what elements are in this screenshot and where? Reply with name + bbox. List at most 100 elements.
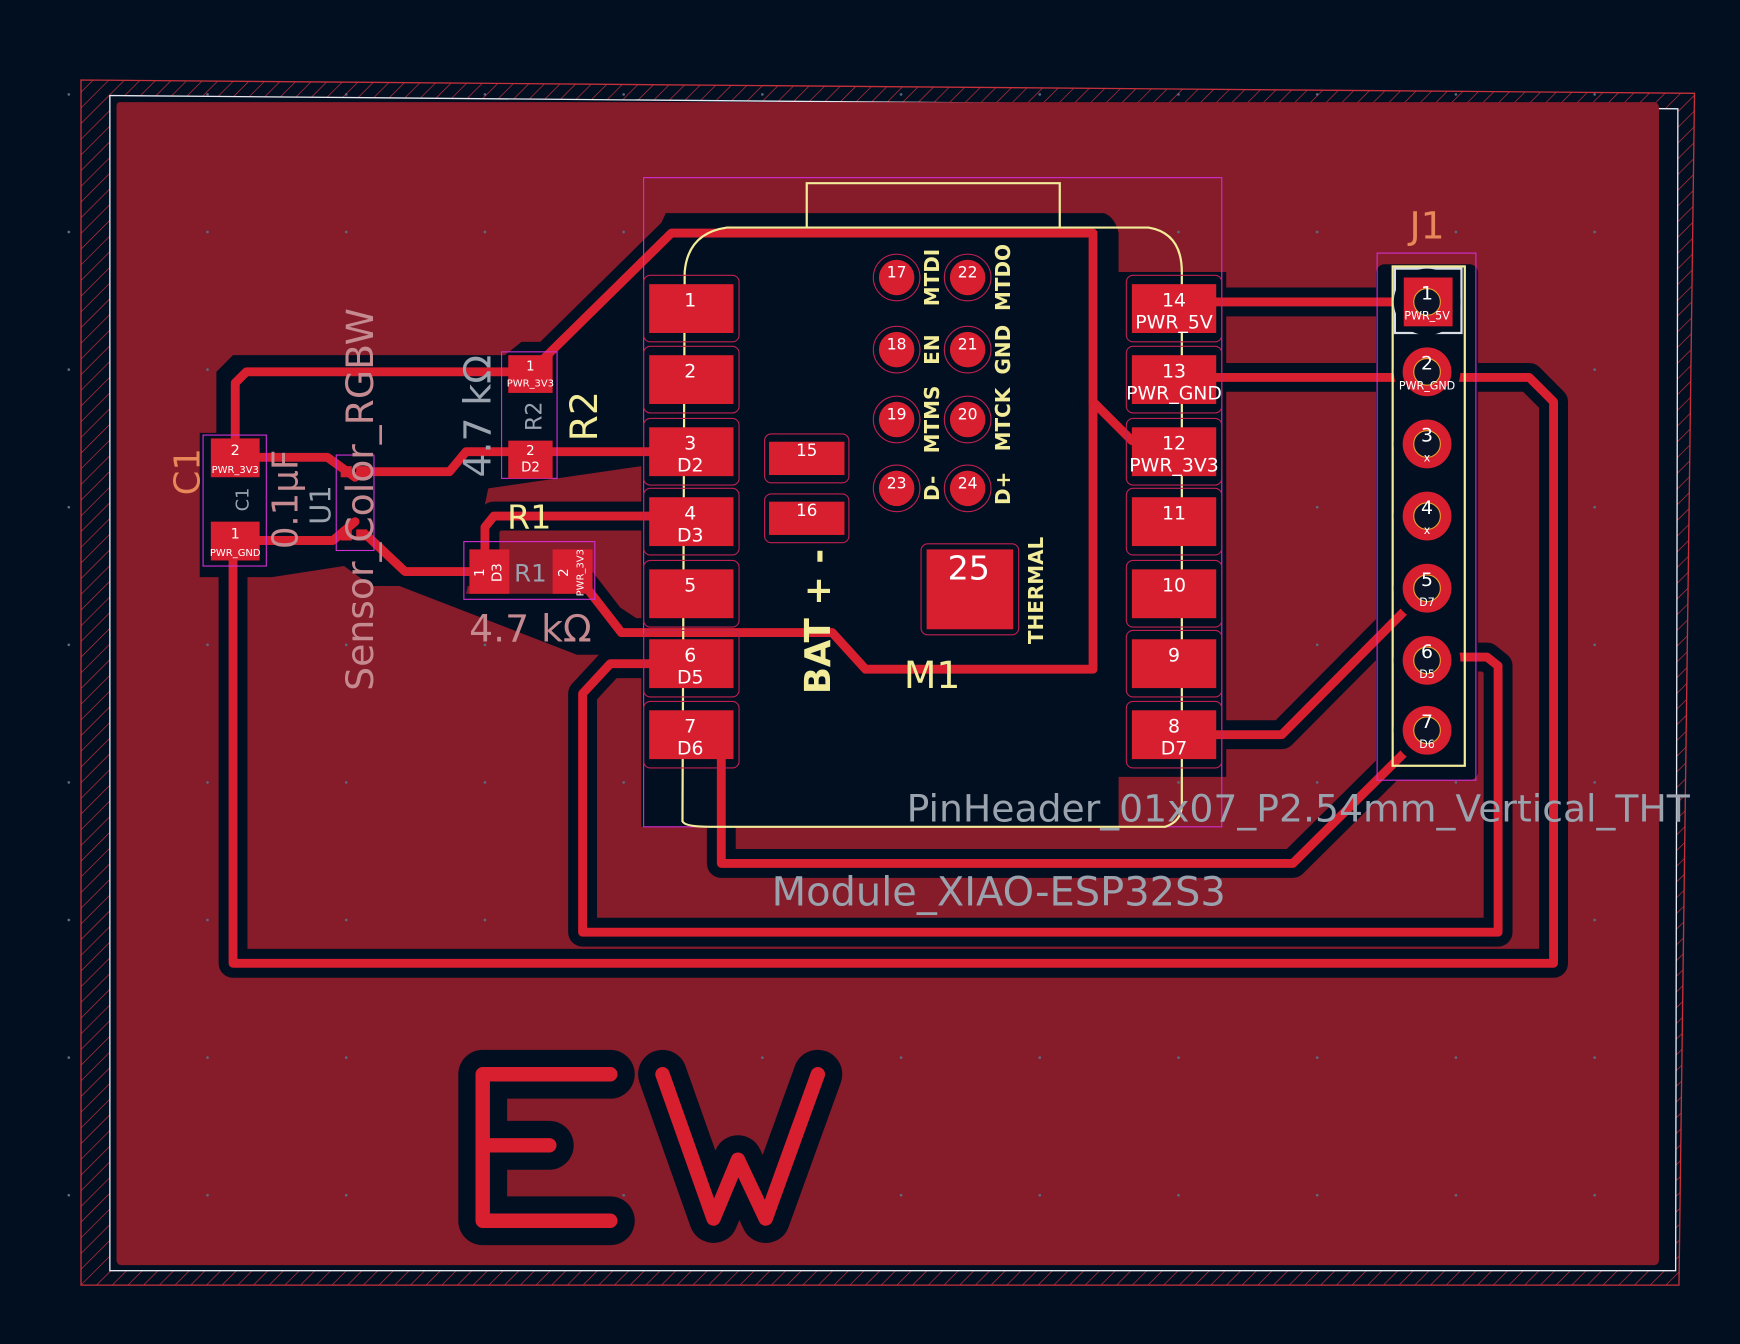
module-reference-label: M1 — [904, 653, 961, 697]
module-pad-19[interactable] — [878, 401, 915, 438]
grid-dot — [483, 781, 487, 784]
module-pad-21[interactable] — [949, 331, 986, 368]
pad-courtyard — [643, 487, 740, 556]
module-pad-left-5[interactable] — [649, 569, 734, 619]
pad-courtyard — [643, 700, 740, 769]
module-pad-18[interactable] — [878, 331, 915, 368]
grid-dot — [899, 93, 903, 96]
pad-net: PWR_3V3 — [1129, 455, 1218, 477]
grid-dot — [1038, 1193, 1042, 1197]
module-pad-right-11[interactable] — [1131, 497, 1217, 547]
c1-pad-1[interactable] — [210, 521, 260, 561]
module-pad-right-8[interactable] — [1131, 710, 1217, 760]
pad-courtyard — [1125, 700, 1223, 769]
module-pad-left-3[interactable] — [649, 427, 734, 477]
module-pad-right-12[interactable] — [1131, 427, 1217, 477]
pad-net: D3 — [677, 525, 704, 547]
module-pad-left-2[interactable] — [649, 355, 734, 405]
pin-net: D7 — [1419, 596, 1435, 609]
r2-pad-1[interactable] — [508, 355, 553, 393]
pad-function-label: GND — [991, 325, 1015, 375]
logo-ew-stroke[interactable] — [475, 1067, 618, 1228]
module-pad-23[interactable] — [878, 470, 915, 507]
pad-number: 25 — [948, 548, 990, 587]
pad-net: PWR_3V3 — [507, 378, 554, 389]
r2-fab-ref: R2 — [522, 401, 548, 431]
pad-number: 2 — [231, 443, 240, 459]
module-pad-20[interactable] — [949, 401, 986, 438]
module-pad-right-9[interactable] — [1131, 639, 1217, 689]
grid-dot — [67, 230, 71, 234]
grid-dot — [67, 368, 71, 371]
pad-courtyard — [872, 253, 921, 302]
trace-r1-u1[interactable] — [361, 530, 490, 577]
module-pad-right-13[interactable] — [1131, 355, 1217, 405]
u1-pad[interactable] — [356, 529, 368, 541]
logo-ew-stroke[interactable] — [655, 1067, 826, 1226]
module-pad-22[interactable] — [949, 259, 986, 296]
module-pad-left-7[interactable] — [649, 710, 734, 760]
pad-net: D7 — [1161, 738, 1188, 760]
module-pad-right-10[interactable] — [1131, 569, 1217, 619]
c1-courtyard — [202, 434, 267, 567]
pad-courtyard — [943, 325, 992, 374]
module-pad-17[interactable] — [878, 259, 915, 296]
grid-dot — [1593, 505, 1596, 509]
pad-courtyard — [1125, 487, 1223, 556]
grid-dot — [206, 643, 209, 647]
pad-courtyard — [943, 395, 992, 444]
r2-reference-label: R2 — [562, 391, 606, 441]
grid-dot — [1315, 1193, 1319, 1197]
trace-pwr-gnd[interactable] — [228, 372, 1559, 968]
pad-number: 18 — [887, 336, 907, 354]
pad-net: PWR_3V3 — [212, 465, 259, 476]
pads: 123D24D356D57D614PWR_5V13PWR_GND12PWR_3V… — [202, 244, 1461, 769]
trace-d6[interactable] — [716, 725, 1432, 868]
thermal-pad[interactable] — [926, 549, 1014, 630]
r1-pad-2[interactable] — [552, 549, 593, 594]
module-pad-left-1[interactable] — [649, 284, 734, 333]
grid-dot — [344, 918, 348, 922]
pad-courtyard — [1125, 559, 1223, 628]
u1-pad[interactable] — [340, 466, 352, 478]
trace-pwr-3v3-branch[interactable] — [1088, 397, 1137, 446]
u1-pad[interactable] — [340, 529, 352, 541]
pin-net: D6 — [1419, 738, 1435, 751]
r1-value-label: 4.7 kΩ — [469, 606, 592, 650]
pad-number: 12 — [1162, 433, 1186, 455]
grid-dot — [1454, 781, 1458, 784]
pad-number: 22 — [958, 264, 978, 282]
module-pad-right-14[interactable] — [1131, 284, 1217, 333]
u1-pad[interactable] — [356, 466, 368, 478]
grid-dot — [1315, 93, 1319, 96]
module-pad-left-6[interactable] — [649, 639, 734, 689]
trace-d5[interactable] — [578, 652, 1503, 937]
pad-number: 14 — [1162, 289, 1186, 311]
grid-dot — [1593, 93, 1596, 96]
pad-net: PWR_5V — [1135, 312, 1213, 334]
r2-pad-2[interactable] — [508, 440, 553, 479]
pin-number: 3 — [1421, 425, 1433, 447]
module-pad-left-4[interactable] — [649, 497, 734, 547]
grid-dot — [1454, 1193, 1458, 1197]
grid-dot — [344, 1056, 348, 1059]
trace-d2[interactable] — [356, 447, 695, 477]
pad-courtyard — [872, 395, 921, 444]
grid-dot — [206, 918, 209, 922]
grid-dot — [67, 781, 71, 784]
r1-pad-1[interactable] — [469, 549, 510, 594]
c1-fab-ref: C1 — [234, 488, 254, 512]
c1-pad-2[interactable] — [210, 438, 260, 478]
grid-dot — [1593, 643, 1596, 647]
trace-pwr-3v3[interactable] — [230, 228, 1098, 674]
battery-pad[interactable] — [769, 501, 845, 535]
pad-function-label: MTCK — [991, 386, 1015, 451]
grid-dot — [206, 230, 209, 234]
module-pad-24[interactable] — [949, 470, 986, 507]
pad-number: 7 — [684, 715, 696, 737]
grid-dot — [1177, 781, 1180, 784]
grid-dot — [1593, 1193, 1596, 1197]
pad-number: 1 — [526, 360, 534, 375]
battery-pad[interactable] — [769, 441, 845, 476]
